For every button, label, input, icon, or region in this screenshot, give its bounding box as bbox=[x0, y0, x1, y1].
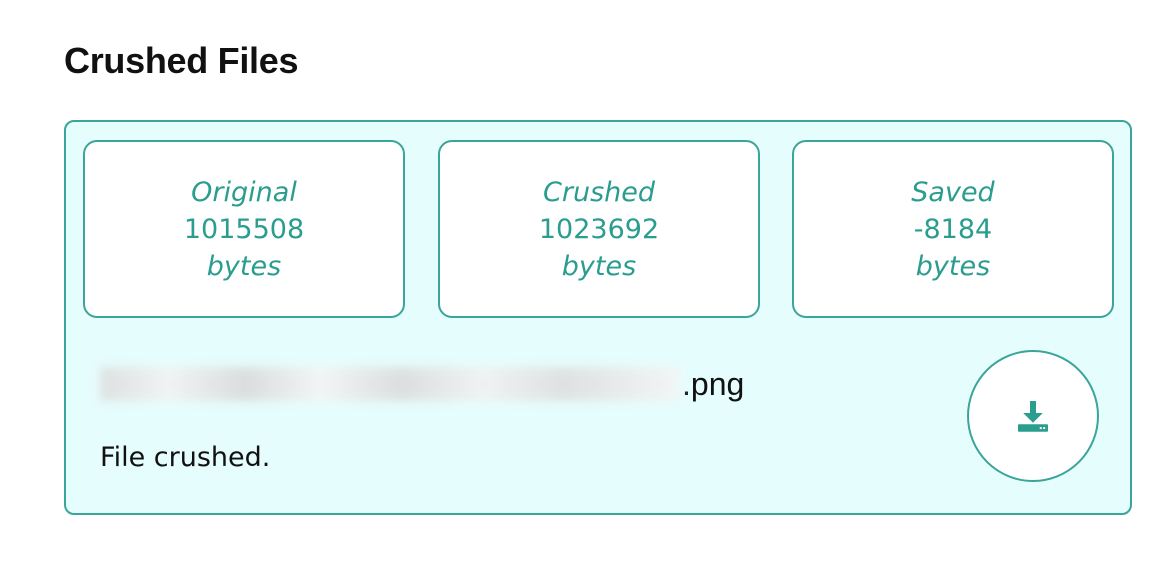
file-name-extension: .png bbox=[682, 365, 745, 402]
crushed-unit: bytes bbox=[561, 250, 637, 282]
original-value: 1015508 bbox=[183, 213, 305, 245]
crushed-file-card: Original 1015508 bytes Crushed 1023692 b… bbox=[64, 120, 1132, 515]
file-name-obscured bbox=[100, 367, 680, 401]
crushed-label: Crushed bbox=[543, 176, 655, 208]
download-button[interactable] bbox=[967, 350, 1099, 482]
saved-unit: bytes bbox=[915, 250, 991, 282]
download-icon bbox=[1018, 401, 1048, 432]
saved-label: Saved bbox=[911, 176, 995, 208]
original-size-box: Original 1015508 bytes bbox=[83, 140, 405, 318]
original-unit: bytes bbox=[206, 250, 282, 282]
saved-value: -8184 bbox=[913, 213, 993, 245]
page-title: Crushed Files bbox=[64, 40, 299, 81]
crushed-size-box: Crushed 1023692 bytes bbox=[438, 140, 760, 318]
original-label: Original bbox=[191, 176, 297, 208]
file-name: .png bbox=[100, 364, 744, 404]
saved-size-box: Saved -8184 bytes bbox=[792, 140, 1114, 318]
status-message: File crushed. bbox=[100, 442, 271, 473]
crushed-value: 1023692 bbox=[538, 213, 660, 245]
